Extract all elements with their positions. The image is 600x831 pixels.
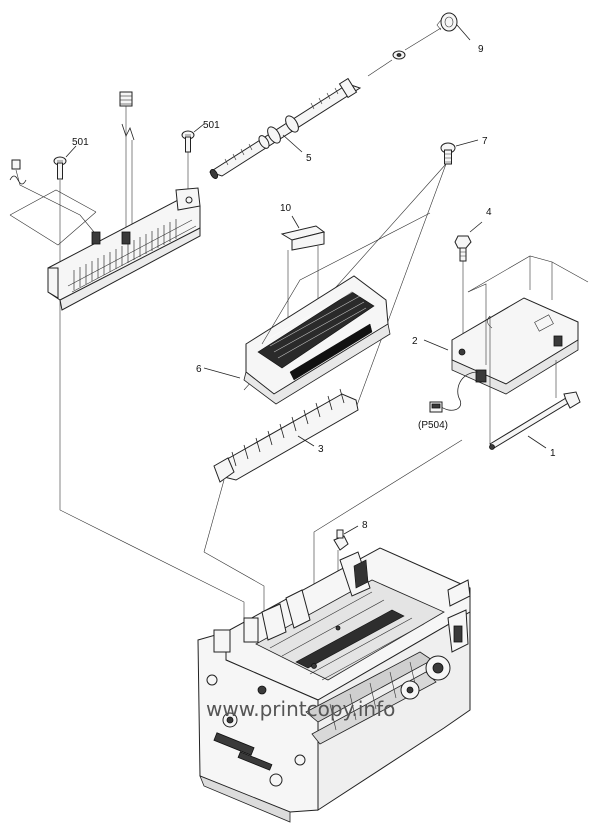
connector-p504	[429, 401, 443, 413]
part-3-paper-guide	[213, 388, 359, 483]
watermark: www.printcopy.info	[206, 697, 395, 721]
callout-4: 4	[486, 207, 492, 218]
callout-3: 3	[318, 444, 324, 455]
callout-501-right: 501	[203, 120, 220, 131]
small-lever	[9, 159, 27, 185]
chassis-upright-plates	[261, 551, 471, 641]
part-1-rod	[489, 391, 581, 450]
callout-8: 8	[362, 520, 368, 531]
spring-part	[119, 91, 135, 141]
part-5-shaft	[208, 77, 362, 179]
screw-4	[454, 235, 472, 262]
screw-501-left	[53, 156, 67, 180]
callout-2: 2	[412, 336, 418, 347]
screw-501-right	[181, 130, 195, 153]
callout-1: 1	[550, 448, 556, 459]
chassis-gears	[400, 609, 469, 700]
callout-5: 5	[306, 153, 312, 164]
part-8-clip	[333, 529, 349, 551]
leader-9	[456, 24, 471, 41]
upper-guide-frame	[47, 187, 201, 311]
callout-6: 6	[196, 364, 202, 375]
part-10-bracket	[280, 225, 326, 251]
leader-5	[282, 134, 303, 153]
callout-10: 10	[280, 203, 292, 214]
callout-7: 7	[482, 136, 488, 147]
part-9-gear	[436, 12, 458, 32]
cable	[439, 371, 479, 411]
part-2-unit	[451, 297, 579, 395]
connector-label: (P504)	[418, 420, 448, 431]
part-6-guide-assembly	[243, 275, 391, 405]
screw-7	[440, 142, 456, 165]
main-chassis	[197, 547, 471, 823]
chassis-left-details	[206, 617, 306, 787]
callout-9: 9	[478, 44, 484, 55]
e-ring	[392, 50, 406, 60]
callout-501-left: 501	[72, 137, 89, 148]
